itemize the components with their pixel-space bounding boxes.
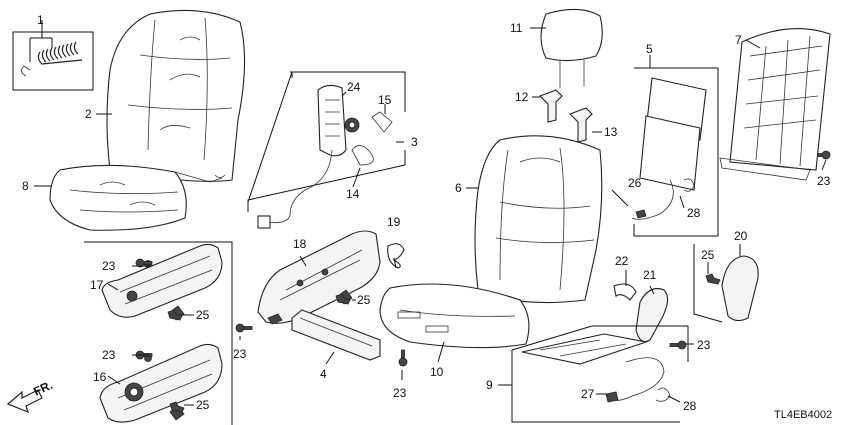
part-20-inset-frame <box>693 244 723 323</box>
label-part-23-b: 23 <box>102 348 116 362</box>
label-part-6: 6 <box>455 181 462 195</box>
part-21-cover <box>635 287 669 343</box>
part-20-cover <box>721 255 759 322</box>
part-1-clip-set <box>12 20 94 91</box>
label-part-25-c: 25 <box>357 293 371 307</box>
label-part-19: 19 <box>387 215 401 229</box>
part-22-clip <box>613 283 637 301</box>
label-part-3: 3 <box>411 135 418 149</box>
front-direction-label: FR. <box>31 378 54 399</box>
part-13-guide <box>569 107 593 143</box>
part-4-cover <box>291 309 381 361</box>
label-part-12: 12 <box>515 90 529 104</box>
label-part-21: 21 <box>643 268 657 282</box>
label-part-23-d: 23 <box>393 386 407 400</box>
part-5-inset <box>631 67 719 237</box>
part-12-guide <box>539 89 563 123</box>
label-part-23-f: 23 <box>697 338 711 352</box>
part-7-frame <box>719 28 831 181</box>
part-3-inset <box>247 71 406 229</box>
label-part-23-e: 23 <box>817 174 831 188</box>
clip-icons <box>167 273 721 413</box>
part-18-trim <box>257 230 381 325</box>
label-part-23-c: 23 <box>233 347 247 361</box>
label-part-15: 15 <box>378 93 392 107</box>
part-2-seat-back <box>106 9 246 182</box>
label-part-22: 22 <box>615 254 629 268</box>
label-part-4: 4 <box>320 367 327 381</box>
label-part-9: 9 <box>486 378 493 392</box>
part-11-headrest <box>540 8 603 88</box>
part-labels: 1 2 3 4 5 6 7 8 9 10 11 12 13 14 15 16 1… <box>22 13 831 413</box>
label-part-20: 20 <box>734 229 748 243</box>
label-part-25-d: 25 <box>701 248 715 262</box>
label-part-16: 16 <box>93 370 107 384</box>
label-part-10: 10 <box>430 365 444 379</box>
label-part-17: 17 <box>90 278 104 292</box>
part-9-inset <box>511 325 689 423</box>
label-part-25-b: 25 <box>196 398 210 412</box>
label-part-2: 2 <box>85 107 92 121</box>
label-part-7: 7 <box>735 33 742 47</box>
label-part-8: 8 <box>22 179 29 193</box>
leader-lines <box>34 27 827 406</box>
part-6-seat-back <box>474 135 603 304</box>
label-part-1: 1 <box>37 13 44 27</box>
part-8-seat-cushion <box>49 164 223 231</box>
label-part-5: 5 <box>646 42 653 56</box>
label-part-26: 26 <box>628 176 642 190</box>
bolt-icons <box>135 150 831 367</box>
label-part-23-a: 23 <box>102 259 116 273</box>
label-part-27: 27 <box>581 387 595 401</box>
label-part-14: 14 <box>346 187 360 201</box>
label-part-24: 24 <box>347 80 361 94</box>
label-part-18: 18 <box>293 237 307 251</box>
part-16-trim <box>99 343 223 423</box>
label-part-28-a: 28 <box>687 206 701 220</box>
part-19-clip <box>387 243 405 269</box>
label-part-13: 13 <box>604 125 618 139</box>
part-10-seat-cushion <box>379 283 530 349</box>
front-direction-arrow: FR. <box>6 378 55 414</box>
drawing-code: TL4EB4002 <box>774 409 832 421</box>
label-part-11: 11 <box>510 21 523 35</box>
label-part-28-b: 28 <box>683 399 697 413</box>
part-17-inset <box>84 241 233 425</box>
label-part-25-a: 25 <box>196 308 210 322</box>
